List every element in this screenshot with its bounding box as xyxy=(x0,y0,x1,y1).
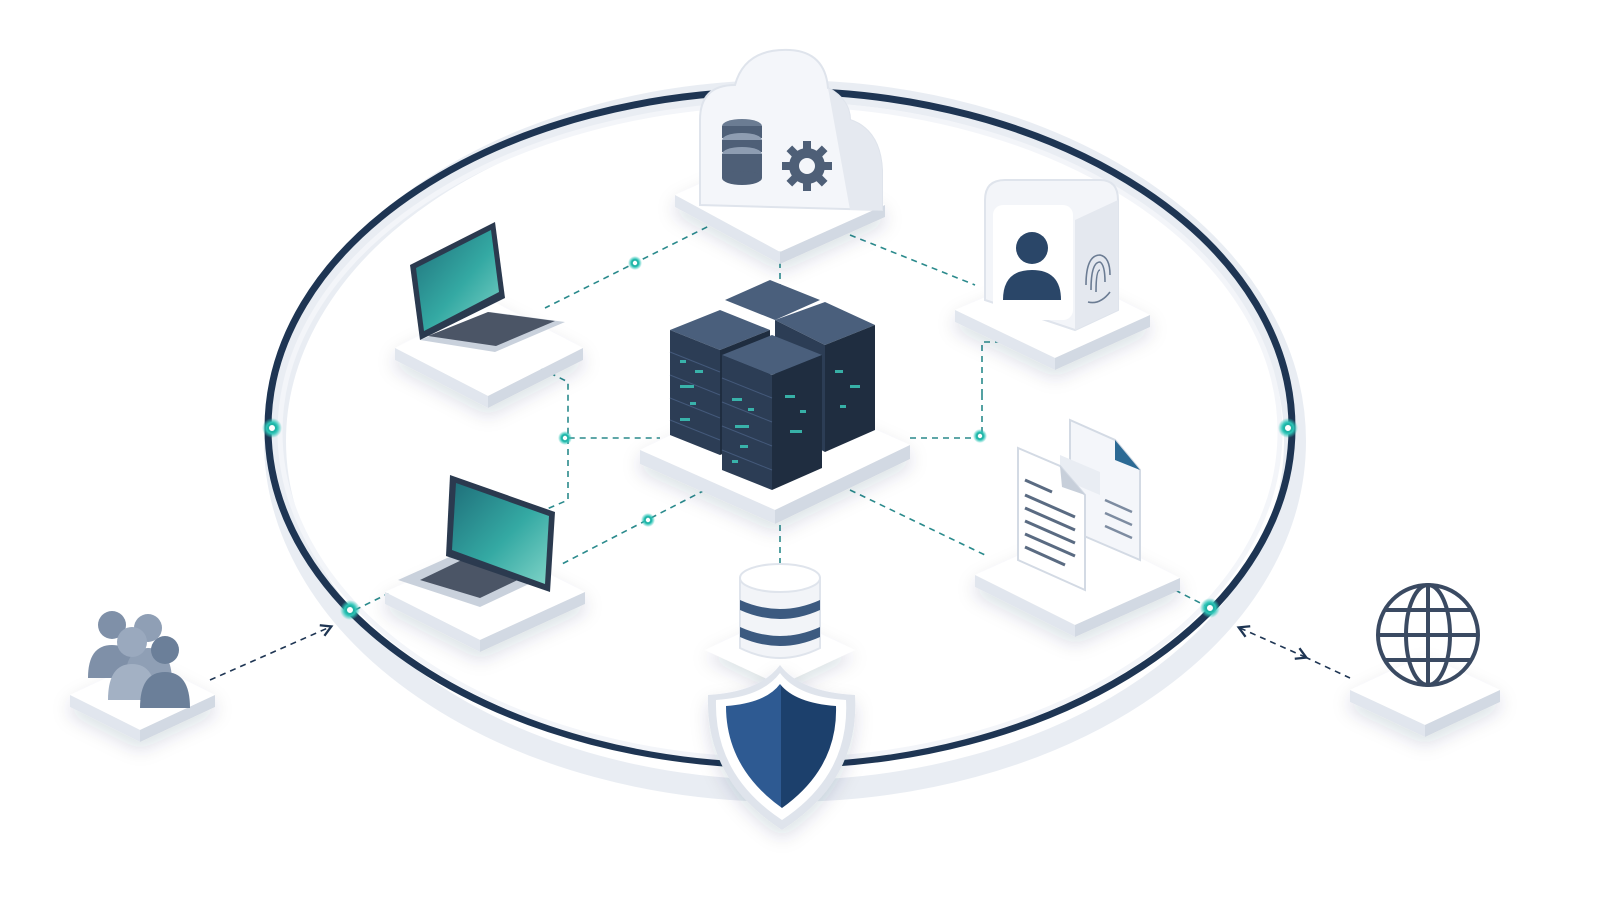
database-icon xyxy=(739,563,821,659)
connection-nodes xyxy=(262,256,1298,620)
shield-icon xyxy=(707,665,856,830)
globe-icon xyxy=(1376,583,1480,687)
security-shield-node xyxy=(707,665,856,830)
external-links xyxy=(209,624,1351,681)
database-node xyxy=(705,563,855,685)
users-group-icon xyxy=(88,611,190,708)
external-users-node xyxy=(70,611,215,742)
server-cluster-node xyxy=(640,280,910,524)
documents-node xyxy=(975,418,1180,637)
cloud-services-node xyxy=(675,48,885,264)
laptop-top-node xyxy=(395,222,583,408)
laptop-icon xyxy=(410,222,565,352)
internet-bidirectional-arrow xyxy=(1236,625,1309,660)
documents-icon xyxy=(1017,418,1141,592)
identity-verification-node xyxy=(955,179,1150,370)
user-fingerprint-icon xyxy=(984,179,1119,332)
users-inbound-arrow xyxy=(209,624,334,681)
server-rack-icon xyxy=(669,280,875,490)
laptop-bottom-node xyxy=(385,475,585,652)
cloud-database-gear-icon xyxy=(699,48,883,212)
laptop-icon xyxy=(398,475,555,607)
internet-node xyxy=(1350,583,1500,737)
